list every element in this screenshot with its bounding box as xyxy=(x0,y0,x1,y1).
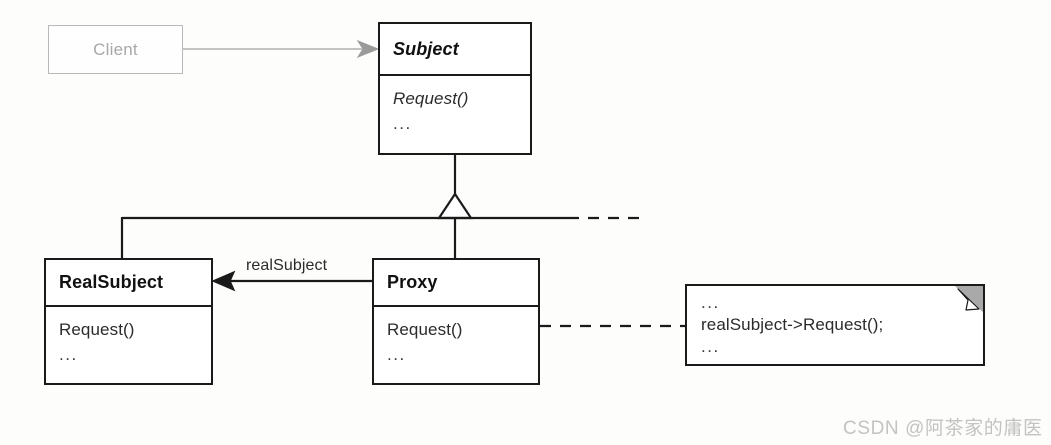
note-line-3: ... xyxy=(701,336,720,356)
operation-realsubject-ellipsis: ... xyxy=(59,344,78,364)
class-box-realsubject[interactable]: RealSubject Request() ... xyxy=(44,258,213,385)
class-name-subject: Subject xyxy=(393,38,459,59)
class-box-client[interactable]: Client xyxy=(48,25,183,74)
generalization-triangle xyxy=(436,192,474,220)
operation-realsubject-request: Request() xyxy=(59,320,135,339)
association-label-realsubject: realSubject xyxy=(246,257,328,274)
operation-subject-request: Request() xyxy=(393,89,469,108)
class-name-proxy: Proxy xyxy=(387,272,438,292)
operation-proxy-request: Request() xyxy=(387,320,463,339)
arrowhead-client-to-subject xyxy=(356,39,380,59)
class-name-realsubject: RealSubject xyxy=(59,272,164,292)
note-line-1: ... xyxy=(701,293,720,312)
note-fold-corner xyxy=(955,286,983,312)
class-name-band-subject: Subject xyxy=(380,24,530,76)
class-box-proxy[interactable]: Proxy Request() ... xyxy=(372,258,540,385)
operation-subject-ellipsis: ... xyxy=(393,113,412,133)
class-name-client: Client xyxy=(93,39,138,59)
watermark-csdn: CSDN @阿茶家的庸医 xyxy=(843,418,1043,439)
class-members-subject: Request() ... xyxy=(380,76,530,136)
class-box-subject[interactable]: Subject Request() ... xyxy=(378,22,532,155)
class-members-realsubject: Request() ... xyxy=(46,307,211,367)
class-name-band-realsubject: RealSubject xyxy=(46,260,211,307)
note-line-2: realSubject->Request(); xyxy=(701,314,884,334)
class-members-proxy: Request() ... xyxy=(374,307,538,367)
operation-proxy-ellipsis: ... xyxy=(387,344,406,364)
class-name-band-proxy: Proxy xyxy=(374,260,538,307)
note-box-proxy-request[interactable]: ... realSubject->Request(); ... xyxy=(685,284,985,366)
arrowhead-proxy-to-realsubject xyxy=(211,270,236,292)
